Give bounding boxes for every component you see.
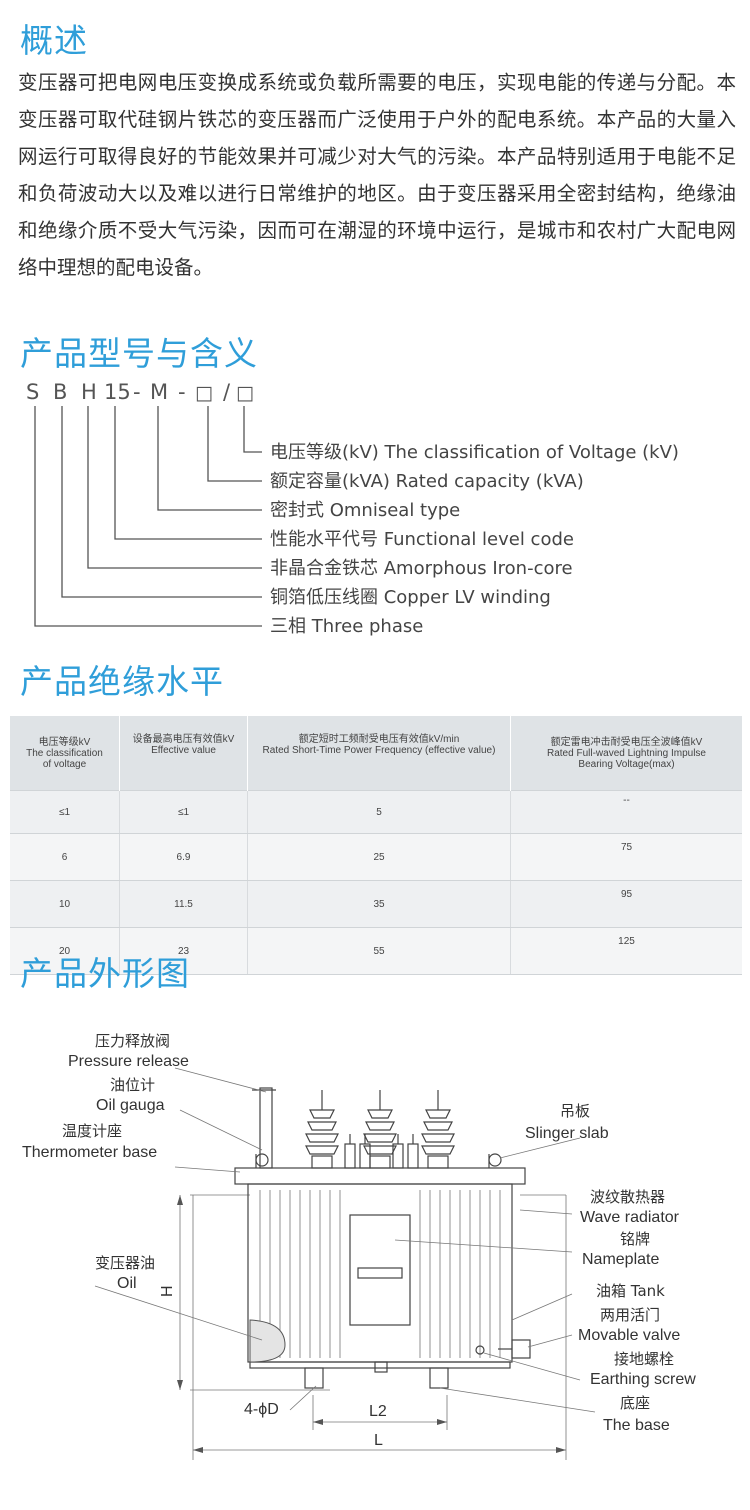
- def-copper-winding: 铜箔低压线圈 Copper LV winding: [270, 587, 551, 608]
- dim-hole-label: 4-ϕD: [244, 1401, 279, 1418]
- label-oil-cn: 变压器油: [95, 1254, 155, 1272]
- cell: 6: [10, 833, 120, 881]
- code-char-dash1: -: [133, 380, 141, 404]
- cell: --: [510, 790, 742, 834]
- bushing-hv-3: [421, 1090, 455, 1169]
- overview-paragraph: 变压器可把电网电压变换成系统或负载所需要的电压，实现电能的传递与分配。本变压器可…: [18, 71, 736, 279]
- outline-title: 产品外形图: [20, 954, 190, 993]
- bushings: [305, 1090, 455, 1169]
- earthing-screw: [475, 1345, 485, 1355]
- label-thermo-cn: 温度计座: [62, 1122, 122, 1140]
- cell: 20: [10, 927, 120, 975]
- cell: 55: [247, 927, 511, 975]
- cell: 125: [510, 927, 742, 975]
- transformer-outline-drawing: 压力释放阀 Pressure release 油位计 Oil gauga 温度计…: [22, 1032, 696, 1460]
- movable-valve: [498, 1339, 531, 1359]
- nameplate: [349, 1214, 411, 1326]
- bushing-hv-1: [305, 1090, 339, 1169]
- def-rated-capacity: 额定容量(kVA) Rated capacity (kVA): [270, 471, 584, 492]
- label-slinger-en: Slinger slab: [525, 1125, 609, 1142]
- dim-l-label: L: [374, 1432, 383, 1449]
- leader-lines: [34, 406, 262, 627]
- label-oil-gauge-cn: 油位计: [110, 1076, 155, 1094]
- bushing-lv-2: [359, 1134, 371, 1169]
- code-char-s: S: [26, 380, 39, 404]
- dim-l2-label: L2: [369, 1403, 387, 1420]
- label-slinger-cn: 吊板: [560, 1102, 590, 1120]
- cell: 95: [510, 880, 742, 928]
- table-row: 10 11.5 35 95: [10, 880, 742, 928]
- bushing-lv-4: [407, 1134, 419, 1169]
- label-pressure-en: Pressure release: [68, 1053, 189, 1070]
- label-base-cn: 底座: [620, 1394, 650, 1412]
- label-nameplate-cn: 铭牌: [620, 1230, 650, 1248]
- label-tank: 油箱 Tank: [596, 1282, 665, 1300]
- label-base-en: The base: [603, 1417, 670, 1434]
- insulation-title: 产品绝缘水平: [20, 662, 224, 701]
- code-char-15: 15: [104, 380, 131, 404]
- dimension-lines: [177, 1194, 567, 1460]
- dim-h-label: H: [159, 1285, 176, 1297]
- bushing-lv-3: [392, 1134, 404, 1169]
- code-char-b: B: [53, 380, 67, 404]
- table-row: 6 6.9 25 75: [10, 833, 742, 881]
- model-code-diagram: S B H 15 - M - □ / □ 电压等级(kV) The classi…: [26, 380, 679, 637]
- label-thermo-en: Thermometer base: [22, 1144, 157, 1161]
- label-earth-cn: 接地螺栓: [614, 1350, 674, 1368]
- overview-title: 概述: [20, 21, 88, 60]
- cell: 5: [247, 790, 511, 834]
- slinger-slabs: [255, 1153, 502, 1168]
- label-wave-cn: 波纹散热器: [590, 1188, 665, 1206]
- label-earth-en: Earthing screw: [590, 1371, 696, 1388]
- tank-body: [234, 1167, 526, 1389]
- def-voltage-class: 电压等级(kV) The classification of Voltage (…: [270, 442, 679, 463]
- cell: 75: [510, 833, 742, 881]
- table-row: ≤1 ≤1 5 --: [10, 790, 742, 834]
- model-title: 产品型号与含义: [20, 334, 258, 373]
- def-functional-level: 性能水平代号 Functional level code: [270, 529, 574, 550]
- annotation-leaders: [94, 1067, 596, 1413]
- cell: 25: [247, 833, 511, 881]
- cell: 6.9: [119, 833, 248, 881]
- code-char-h: H: [81, 380, 97, 404]
- label-oil-gauge-en: Oil gauga: [96, 1097, 165, 1114]
- cell: 23: [119, 927, 248, 975]
- label-nameplate-en: Nameplate: [582, 1251, 659, 1268]
- code-char-dash2: -: [178, 380, 186, 404]
- label-pressure-cn: 压力释放阀: [95, 1032, 170, 1050]
- table-row: 20 23 55 125: [10, 927, 742, 975]
- bushing-hv-2: [363, 1090, 397, 1169]
- def-three-phase: 三相 Three phase: [270, 616, 423, 637]
- label-valve-en: Movable valve: [578, 1327, 680, 1344]
- cell: 11.5: [119, 880, 248, 928]
- bushing-lv-1: [344, 1134, 356, 1169]
- code-char-box1: □: [195, 382, 213, 404]
- base-foot-right: [429, 1367, 449, 1389]
- code-char-slash: /: [223, 380, 231, 404]
- cell: 10: [10, 880, 120, 928]
- cell: ≤1: [10, 790, 120, 834]
- label-wave-en: Wave radiator: [580, 1209, 680, 1226]
- cell: ≤1: [119, 790, 248, 834]
- pressure-release-valve: [252, 1087, 276, 1169]
- label-oil-en: Oil: [117, 1275, 137, 1292]
- def-omniseal: 密封式 Omniseal type: [270, 500, 460, 521]
- base-foot-left: [304, 1367, 324, 1389]
- label-valve-cn: 两用活门: [600, 1306, 660, 1324]
- oil-region: [249, 1319, 286, 1363]
- code-char-m: M: [150, 380, 168, 404]
- def-amorphous-core: 非晶合金铁芯 Amorphous Iron-core: [270, 558, 573, 579]
- cell: 35: [247, 880, 511, 928]
- code-char-box2: □: [236, 382, 254, 404]
